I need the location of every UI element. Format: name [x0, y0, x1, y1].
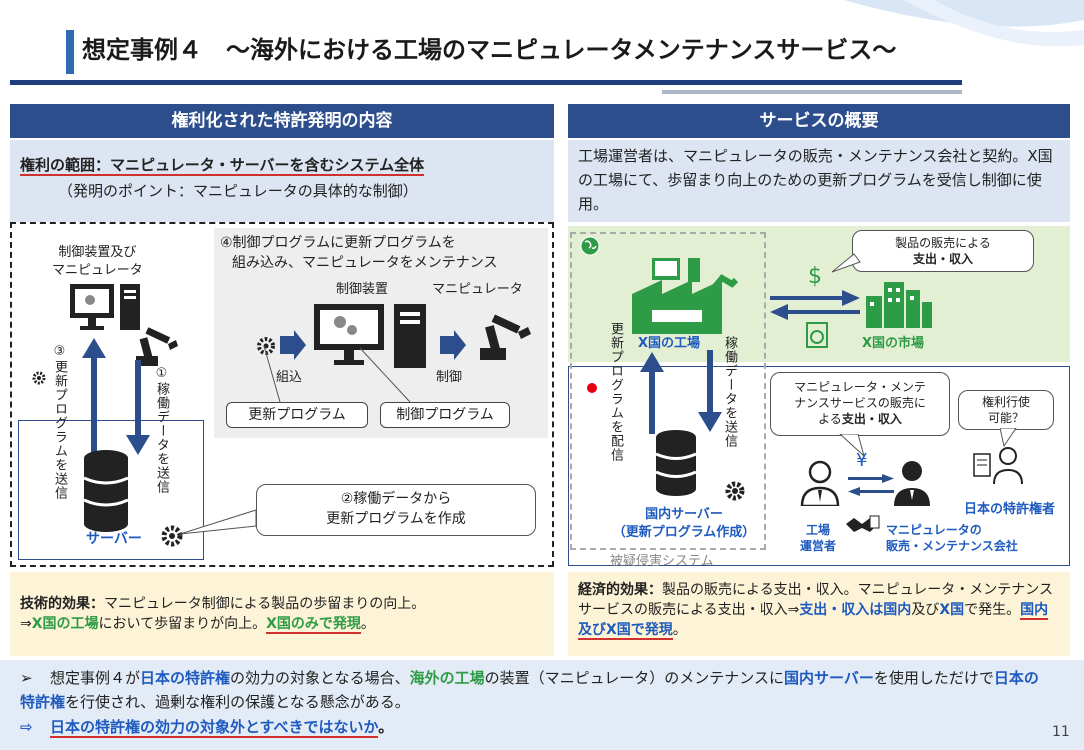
- technical-effect-box: 技術的効果：マニピュレータ制御による製品の歩留まりの向上。 ⇒X国の工場において…: [10, 572, 554, 656]
- x-market-label: X国の市場: [862, 336, 925, 351]
- yen-icon: ¥: [856, 450, 868, 471]
- step2-callout: ②稼働データから 更新プログラムを作成: [256, 484, 536, 536]
- pill-connector-lines: [263, 345, 411, 403]
- city-buildings-icon: [864, 278, 934, 332]
- controller-manipulator-label: 制御装置及び マニピュレータ: [52, 245, 143, 278]
- enforcement-callout: 権利行使 可能？: [958, 390, 1054, 430]
- title-rule: [10, 80, 962, 85]
- patentee-icon: [972, 444, 1026, 488]
- sales-callout-tail: [832, 253, 861, 273]
- computer-icon: [68, 282, 148, 338]
- overview-text: 工場運営者は、マニピュレータの販売・メンテナンス会社と契約。X国の工場にて、歩留…: [578, 147, 1053, 213]
- enforcement-callout-tail: [1000, 428, 1017, 448]
- domestic-server-label: 国内サーバー （更新プログラム作成）: [612, 507, 756, 540]
- step3-text: ③更新プログラムを送信: [52, 344, 67, 500]
- washing-machine-icon: [806, 322, 828, 352]
- gear-icon: [32, 370, 46, 389]
- step4-line2: 組み込み、マニピュレータをメンテナンス: [232, 255, 498, 271]
- distribute-arrow: [640, 352, 664, 438]
- database-icon-domestic: [655, 430, 697, 500]
- update-program-pill: 更新プログラム: [226, 402, 368, 428]
- globe-icon: [580, 236, 600, 260]
- incorporate-label: 組込: [276, 370, 303, 385]
- control-program-pill: 制御プログラム: [380, 402, 510, 428]
- server-label: サーバー: [86, 531, 142, 547]
- suspected-system-label: 被疑侵害システム: [610, 554, 714, 569]
- conclusion-bullet2: ⇨日本の特許権の効力の対象外とすべきではないか。: [20, 718, 394, 738]
- header-decoration: [784, 0, 1084, 80]
- page-number: 11: [1052, 724, 1070, 740]
- operator-label: 工場 運営者: [800, 523, 837, 553]
- gear-icon-server: [160, 524, 184, 552]
- japan-area: [568, 366, 1070, 566]
- claimed-system-outline: [10, 222, 554, 567]
- economic-effect-box: 経済的効果：製品の販売による支出・収入。マニピュレータ・メンテナンスサービスの販…: [568, 572, 1070, 656]
- operator-person-icon: [800, 460, 840, 510]
- company-person-icon: [892, 460, 932, 510]
- collect-arrow: [698, 350, 722, 436]
- factory-icon: [632, 254, 752, 338]
- conclusion-area: [0, 660, 1084, 750]
- step4-line1: ④制御プログラムに更新プログラムを: [220, 235, 456, 251]
- controller-computer-icon: [312, 302, 432, 376]
- title-accent-bar: [66, 30, 74, 74]
- x-factory-label: X国の工場: [638, 336, 701, 351]
- database-icon: [83, 450, 129, 536]
- download-arrow: [126, 360, 150, 459]
- manipulator-label: マニピュレータ: [432, 282, 523, 297]
- gear-icon-domestic: [724, 480, 746, 506]
- trade-arrows: [770, 290, 860, 324]
- japan-flag-icon: [584, 380, 600, 400]
- robot-arm-icon: [132, 324, 182, 372]
- maintenance-sales-callout: マニピュレータ・メンテ ナンスサービスの販売に よる支出・収入: [770, 372, 950, 436]
- step2-callout-tail: [180, 509, 257, 535]
- scope-line: 権利の範囲：マニピュレータ・サーバーを含むシステム全体: [20, 156, 425, 176]
- conclusion-bullet1: ➢想定事例４が日本の特許権の効力の対象となる場合、海外の工場の装置（マニピュレー…: [20, 669, 1039, 711]
- server-box: [18, 420, 204, 560]
- robot-arm-icon-maintained: [476, 312, 536, 366]
- company-label: マニピュレータの 販売・メンテナンス会社: [886, 523, 1018, 553]
- suspected-system-outline: [570, 232, 766, 550]
- controller-label: 制御装置: [336, 282, 389, 297]
- control-label: 制御: [436, 370, 463, 385]
- upload-arrow: [82, 338, 106, 472]
- invention-point: （発明のポイント：マニピュレータの具体的な制御）: [58, 182, 418, 200]
- page-title: 想定事例４ ～海外における工場のマニピュレータメンテナンスサービス～: [82, 36, 897, 64]
- left-panel-header: 権利化された特許発明の内容: [10, 104, 554, 138]
- control-arrow: [440, 330, 466, 364]
- patentee-label: 日本の特許権者: [964, 502, 1056, 517]
- overview-box: [568, 140, 1070, 222]
- title-rule-secondary: [662, 90, 962, 94]
- distribute-text: 更新プログラムを配信: [608, 322, 623, 462]
- right-panel-header: サービスの概要: [568, 104, 1070, 138]
- handshake-contract-icon: [844, 514, 880, 540]
- sales-callout: 製品の販売による 支出・収入: [852, 230, 1034, 272]
- scope-box: [10, 140, 554, 222]
- step1-text: ①稼働データを送信: [154, 366, 169, 494]
- contract-arrows: [848, 474, 894, 502]
- incorporate-arrow: [280, 330, 306, 364]
- dollar-icon: $: [808, 264, 822, 289]
- operation-data-text: 稼働データを送信: [722, 336, 737, 448]
- maintenance-callout-tail: [839, 434, 865, 458]
